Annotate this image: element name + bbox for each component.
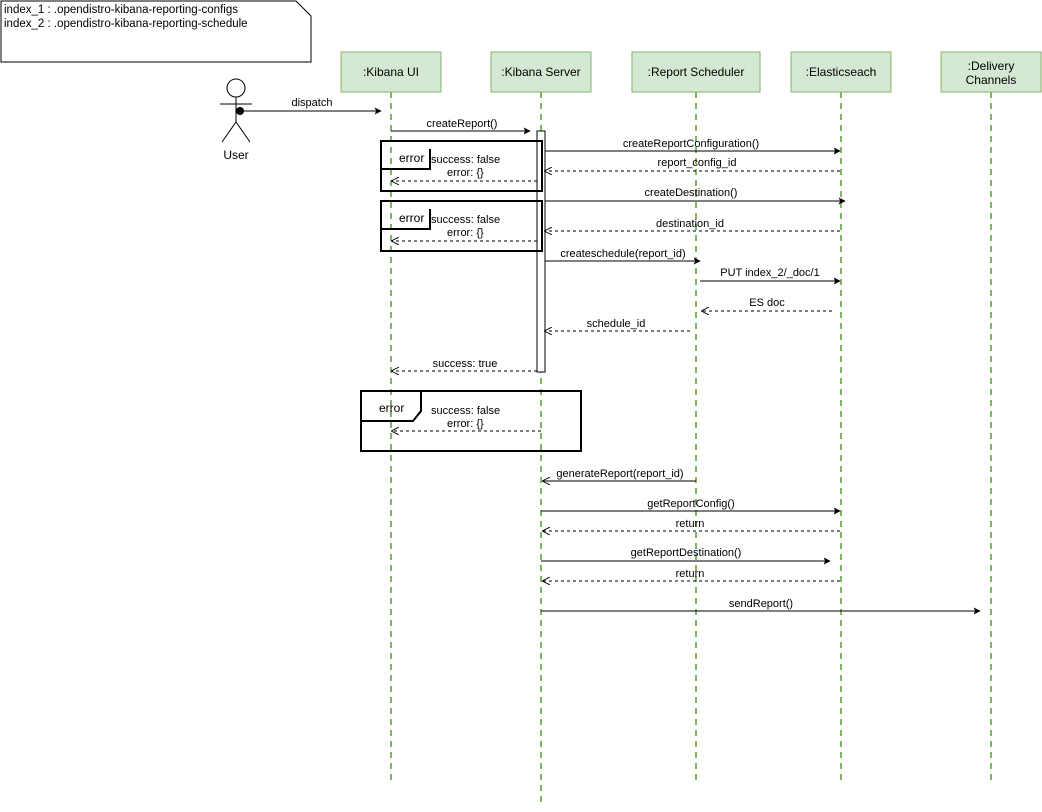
participant-label-line-2: Channels (966, 73, 1017, 87)
message-send-report: sendReport() (541, 598, 981, 615)
frame-tag: error (399, 151, 424, 165)
participant-label: :Kibana Server (501, 65, 580, 79)
message-report-config-id: report_config_id (545, 157, 840, 171)
actor-user: User (220, 78, 252, 162)
frame-tag: error (379, 401, 404, 415)
actor-label: User (223, 148, 248, 162)
frame-line-1: success: false (431, 405, 500, 417)
user-icon (220, 78, 252, 143)
message-destination-id: destination_id (545, 218, 840, 231)
message-schedule-id: schedule_id (545, 318, 690, 331)
message-label: destination_id (656, 218, 724, 230)
message-label: getReportConfig() (647, 498, 734, 510)
message-dispatch: dispatch (236, 97, 382, 115)
note: index_1 : .opendistro-kibana-reporting-c… (0, 0, 312, 63)
message-label: dispatch (292, 97, 333, 109)
message-label: createschedule(report_id) (560, 248, 685, 260)
message-label: generateReport(report_id) (556, 468, 683, 480)
message-es-doc: ES doc (702, 297, 832, 311)
lifelines (390, 92, 992, 806)
message-create-report: createReport() (391, 118, 531, 135)
message-label: createDestination() (645, 187, 738, 199)
note-line-2: index_2 : .opendistro-kibana-reporting-s… (4, 18, 248, 30)
participant-label-line-1: :Delivery (968, 59, 1015, 73)
participant-report-scheduler: :Report Scheduler (631, 51, 761, 93)
message-put-doc: PUT index_2/_doc/1 (700, 267, 841, 285)
frame-line-2: error: {} (447, 167, 484, 179)
participant-kibana-server: :Kibana Server (490, 51, 592, 93)
participant-kibana-ui: :Kibana UI (340, 51, 442, 93)
message-label: return (676, 518, 705, 530)
message-create-destination: createDestination() (545, 187, 846, 205)
message-label: success: true (433, 358, 498, 370)
frame-line-2: error: {} (447, 418, 484, 430)
message-success-true: success: true (392, 358, 537, 371)
message-create-report-configuration: createReportConfiguration() (545, 138, 841, 155)
message-label: ES doc (749, 297, 785, 309)
message-label: schedule_id (587, 318, 646, 330)
message-label: createReport() (427, 118, 498, 130)
participant-label: :Elasticseach (806, 65, 877, 79)
frame-line-1: success: false (431, 154, 500, 166)
message-return: return (543, 518, 840, 531)
frame-tag: error (399, 211, 424, 225)
message-generate-report: generateReport(report_id) (543, 468, 696, 481)
message-label: getReportDestination() (631, 547, 742, 559)
participant-elasticsearch: :Elasticseach (790, 51, 892, 93)
message-label: return (676, 568, 705, 580)
message-get-report-destination: getReportDestination() (541, 547, 831, 565)
frame-line-1: success: false (431, 214, 500, 226)
message-createschedule: createschedule(report_id) (545, 248, 701, 265)
message-return: return (543, 568, 840, 581)
message-label: report_config_id (658, 157, 737, 169)
message-label: sendReport() (729, 598, 793, 610)
participant-label: :Report Scheduler (648, 65, 745, 79)
error-frame: error success: false error: {} (380, 200, 543, 252)
message-label: PUT index_2/_doc/1 (720, 267, 819, 279)
error-frame: error success: false error: {} (380, 140, 543, 192)
frame-line-2: error: {} (447, 227, 484, 239)
message-label: createReportConfiguration() (623, 138, 759, 150)
message-get-report-config: getReportConfig() (541, 498, 841, 515)
participant-label: :Kibana UI (363, 65, 419, 79)
participant-delivery-channels: :Delivery Channels (940, 51, 1042, 93)
note-line-1: index_1 : .opendistro-kibana-reporting-c… (4, 4, 238, 16)
error-frame: error success: false error: {} (360, 390, 582, 452)
